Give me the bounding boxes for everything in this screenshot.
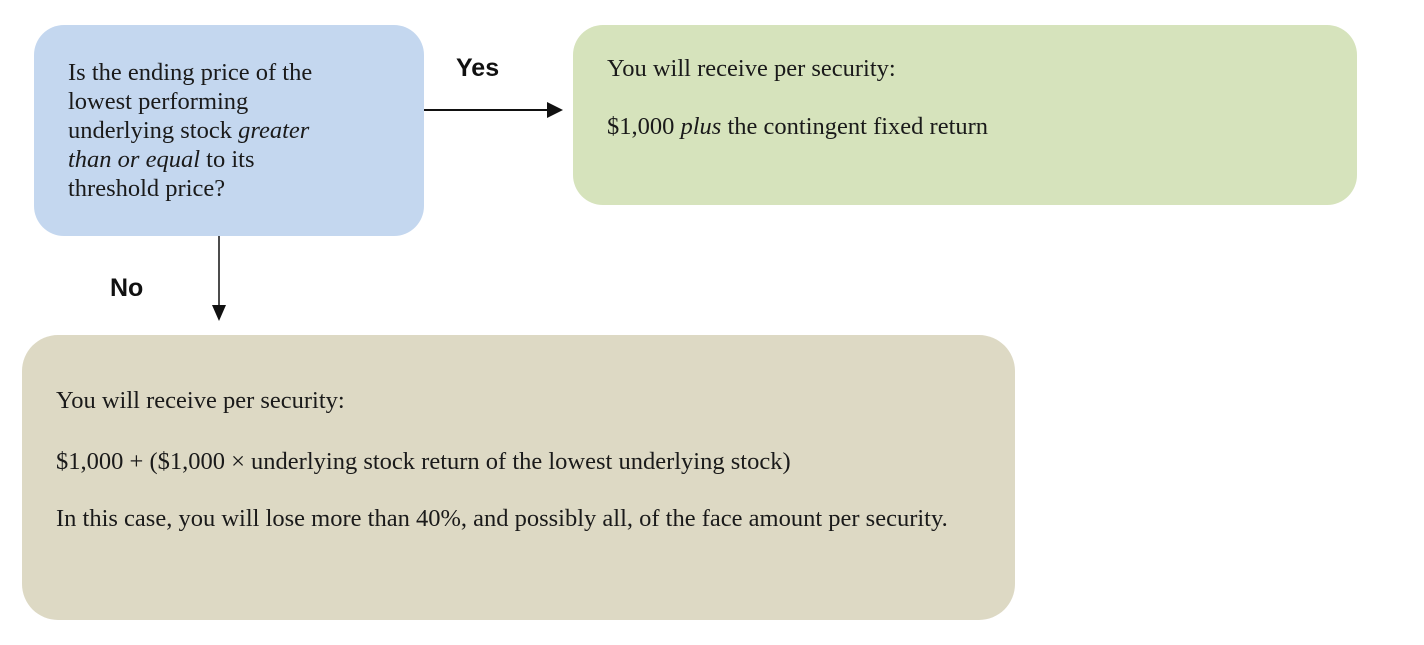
question-line: lowest performing (68, 88, 249, 115)
question-line: threshold price? (68, 175, 226, 202)
yes-edge-label: Yes (456, 54, 500, 82)
question-line: underlying stock (68, 117, 239, 144)
yes-outcome-amount: $1,000 plus the contingent fixed return (607, 112, 1327, 141)
no-outcome-formula: $1,000 + ($1,000 × underlying stock retu… (56, 448, 791, 475)
no-arrow (212, 236, 226, 321)
question-emphasis: greater (238, 117, 310, 144)
no-outcome-box: You will receive per security: $1,000 + … (22, 335, 1015, 620)
question-line: to its (200, 146, 255, 173)
question-emphasis: than or equal (68, 146, 201, 173)
yes-amount-text: the contingent fixed return (721, 113, 989, 140)
no-edge-label: No (110, 274, 144, 302)
no-outcome-warning: In this case, you will lose more than 40… (56, 505, 948, 532)
yes-arrow (424, 102, 563, 118)
question-text: Is the ending price of the lowest perfor… (68, 58, 404, 203)
yes-amount-emphasis: plus (680, 113, 722, 140)
yes-amount-text: $1,000 (607, 113, 681, 140)
yes-outcome-box: You will receive per security: $1,000 pl… (573, 25, 1357, 205)
no-outcome-heading: You will receive per security: (56, 387, 345, 414)
yes-outcome-heading: You will receive per security: (607, 55, 896, 82)
decision-question-box: Is the ending price of the lowest perfor… (34, 25, 424, 236)
question-line: Is the ending price of the (68, 59, 313, 86)
